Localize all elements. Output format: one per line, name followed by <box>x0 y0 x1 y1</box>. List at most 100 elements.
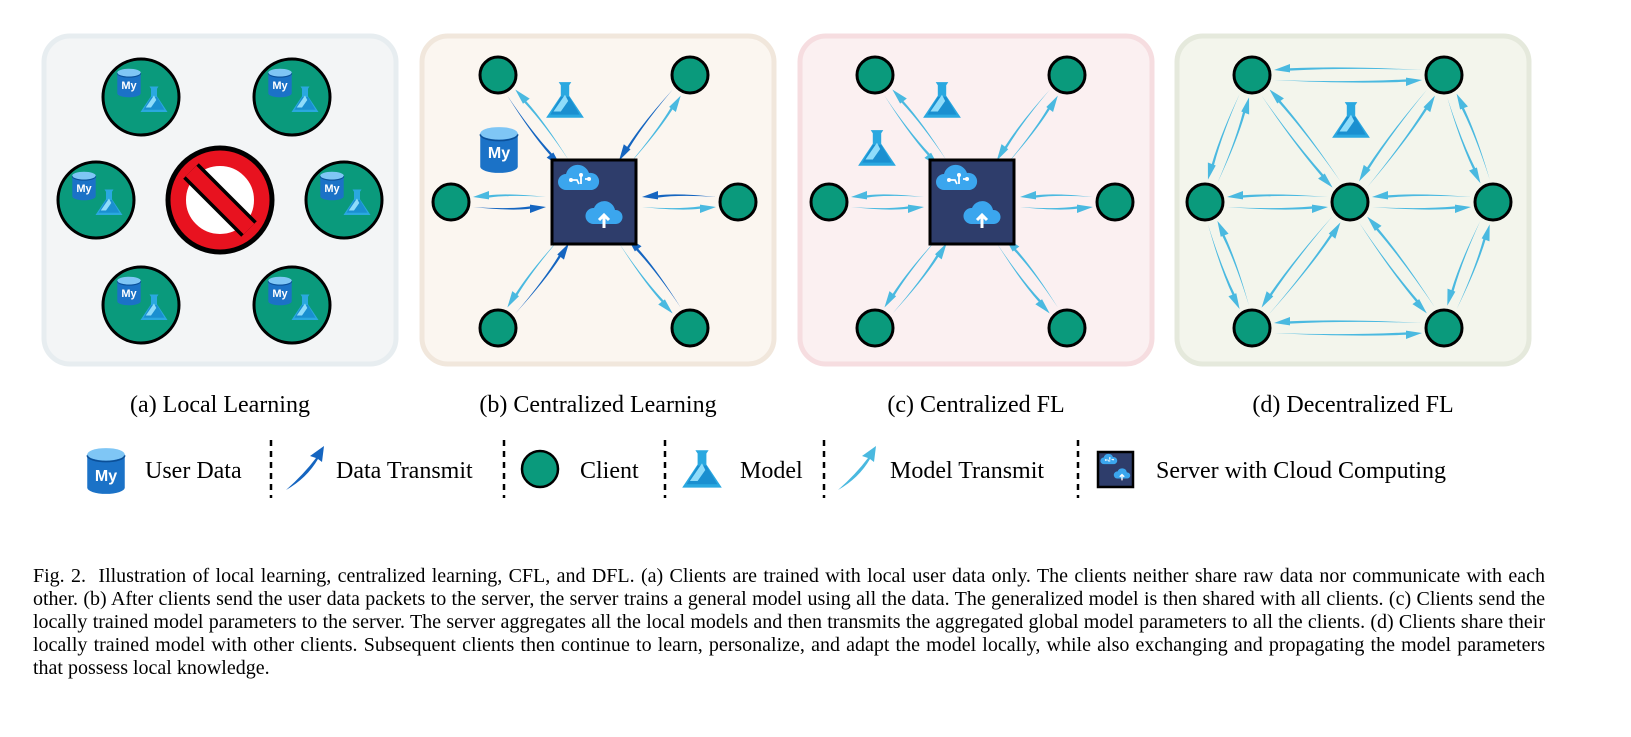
transmit-arrow <box>996 89 1050 161</box>
model-transmit-arrow <box>1372 204 1471 213</box>
model-transmit-arrow <box>1372 191 1471 200</box>
figure-caption-text: Illustration of local learning, centrali… <box>33 565 1546 679</box>
transmit-arrow <box>1004 95 1058 167</box>
legend-data-transmit-label: Data Transmit <box>336 458 473 484</box>
model-transmit-arrow <box>1274 317 1422 326</box>
panel-d <box>1185 55 1513 348</box>
model-transmit-arrow <box>1208 224 1240 310</box>
transmit-arrow <box>626 95 681 167</box>
svg-text:My: My <box>272 80 288 92</box>
transmit-arrow <box>627 237 681 308</box>
model-transmit-arrow <box>1227 191 1328 200</box>
transmit-arrow <box>892 89 947 161</box>
client-node <box>431 182 471 222</box>
client-node <box>252 265 332 345</box>
transmit-arrow <box>1020 191 1093 200</box>
legend-model-transmit-label: Model Transmit <box>890 458 1045 484</box>
transmit-arrow <box>996 243 1050 314</box>
client-node <box>1232 308 1272 348</box>
model-transmit-arrow <box>1261 216 1333 308</box>
legend-model-icon <box>682 450 722 488</box>
model-transmit-arrow <box>1359 89 1427 182</box>
client-node <box>1232 55 1272 95</box>
client-node <box>1047 308 1087 348</box>
user-data-icon: My <box>479 126 519 174</box>
server-node <box>928 158 1016 246</box>
figure-label: Fig. 2. <box>33 565 87 587</box>
server-node <box>550 158 638 246</box>
legend-data-transmit-icon <box>286 446 324 490</box>
client-node <box>1095 182 1135 222</box>
transmit-arrow <box>515 89 570 161</box>
legend-user-data-label: User Data <box>145 458 242 484</box>
client-node <box>252 57 332 137</box>
transmit-arrow <box>473 191 546 200</box>
client-node <box>718 182 758 222</box>
model-transmit-arrow <box>1274 330 1422 339</box>
client-node <box>478 308 518 348</box>
transmit-arrow <box>851 191 924 200</box>
transmit-arrow <box>507 95 562 167</box>
svg-text:My: My <box>121 80 137 92</box>
transmit-arrow <box>515 243 569 314</box>
caption-panel-a: (a) Local Learning <box>130 392 310 418</box>
legend-server-label: Server with Cloud Computing <box>1156 458 1446 484</box>
local-client-bundle: My <box>319 171 371 215</box>
transmit-arrow <box>884 236 939 308</box>
legend-server-icon <box>1096 450 1135 489</box>
svg-text:My: My <box>488 145 510 162</box>
model-transmit-arrow <box>1456 93 1490 180</box>
transmit-arrow <box>473 204 546 213</box>
client-node <box>670 308 710 348</box>
client-node <box>855 55 895 95</box>
transmit-arrow <box>642 204 716 213</box>
svg-text:My: My <box>95 468 117 485</box>
client-node <box>809 182 849 222</box>
legend-client-icon <box>520 449 560 489</box>
model-transmit-arrow <box>1269 222 1341 314</box>
client-node <box>101 265 181 345</box>
model-transmit-arrow <box>1447 97 1481 184</box>
client-node <box>304 160 384 240</box>
model-transmit-arrow <box>1359 222 1427 314</box>
model-transmit-arrow <box>1447 220 1481 306</box>
svg-text:My: My <box>76 183 92 195</box>
local-client-bundle: My <box>116 276 168 320</box>
model-transmit-arrow <box>1261 95 1333 188</box>
legend-model-transmit-icon <box>838 446 876 490</box>
model-transmit-arrow <box>1456 224 1490 310</box>
local-client-bundle: My <box>116 68 168 112</box>
client-node <box>1185 182 1225 222</box>
ban-icon <box>165 145 275 255</box>
client-node <box>670 55 710 95</box>
transmit-arrow <box>618 89 673 161</box>
legend: My <box>86 440 1135 498</box>
figure-caption: Fig. 2. Illustration of local learning, … <box>33 565 1545 680</box>
model-transmit-arrow <box>1227 204 1328 213</box>
transmit-arrow <box>1020 204 1093 213</box>
client-node <box>1473 182 1513 222</box>
transmit-arrow <box>619 243 673 314</box>
model-transmit-arrow <box>1274 64 1422 73</box>
transmit-arrow <box>642 191 716 200</box>
local-client-bundle: My <box>71 171 123 215</box>
panel-c <box>809 55 1135 348</box>
svg-text:My: My <box>121 288 137 300</box>
legend-model-label: Model <box>740 458 803 484</box>
client-node <box>56 160 136 240</box>
transmit-arrow <box>1004 237 1058 308</box>
client-node <box>1424 308 1464 348</box>
client-node <box>1047 55 1087 95</box>
svg-text:My: My <box>324 183 340 195</box>
client-node <box>1424 55 1464 95</box>
model-transmit-arrow <box>1217 97 1250 184</box>
model-transmit-arrow <box>1367 95 1435 188</box>
legend-client-label: Client <box>580 458 639 484</box>
caption-panel-d: (d) Decentralized FL <box>1252 392 1454 418</box>
caption-panel-c: (c) Centralized FL <box>887 392 1065 418</box>
model-transmit-arrow <box>1367 216 1435 308</box>
svg-text:My: My <box>272 288 288 300</box>
client-node <box>101 57 181 137</box>
